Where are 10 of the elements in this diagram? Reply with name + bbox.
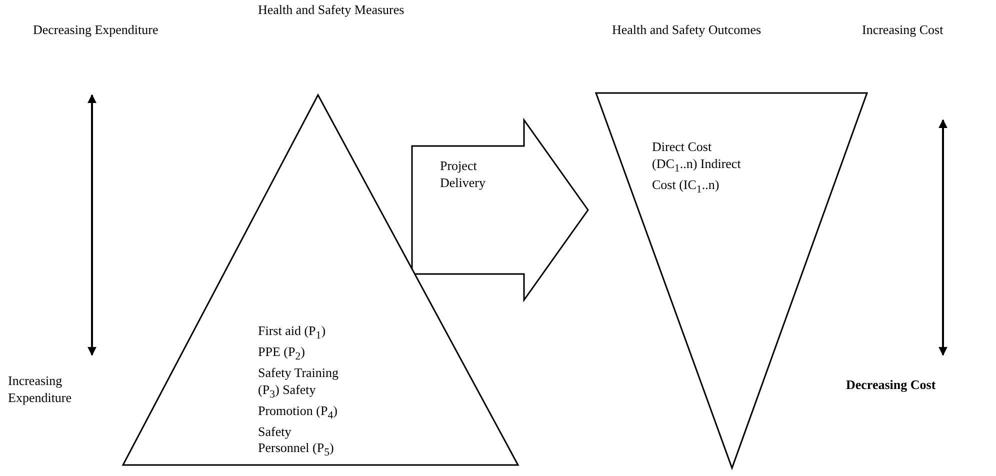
- item-list: Direct Cost (DC$_{1}$..n) Indirect Cost (IC$_{1}$..n): [652, 139, 742, 198]
- axis-label: Decreasing Expenditure: [33, 22, 160, 38]
- block-arrow: [411, 118, 589, 302]
- axis-label: Decreasing Cost: [846, 377, 937, 394]
- axis-label: Increasing Expenditure: [8, 373, 73, 406]
- axis-label: Health and Safety Measures: [258, 2, 406, 18]
- edge-label: Project Delivery: [440, 158, 486, 191]
- item-list: First aid (P$_{1}$) PPE (P$_{2}$) Safety Training (P$_{3}$) Safety Promotion (P$_{4}$) Safety Personnel (P$_{5}$): [258, 323, 340, 462]
- axis-label: Health and Safety Outcomes: [612, 22, 762, 38]
- axis-label: Increasing Cost: [862, 22, 944, 38]
